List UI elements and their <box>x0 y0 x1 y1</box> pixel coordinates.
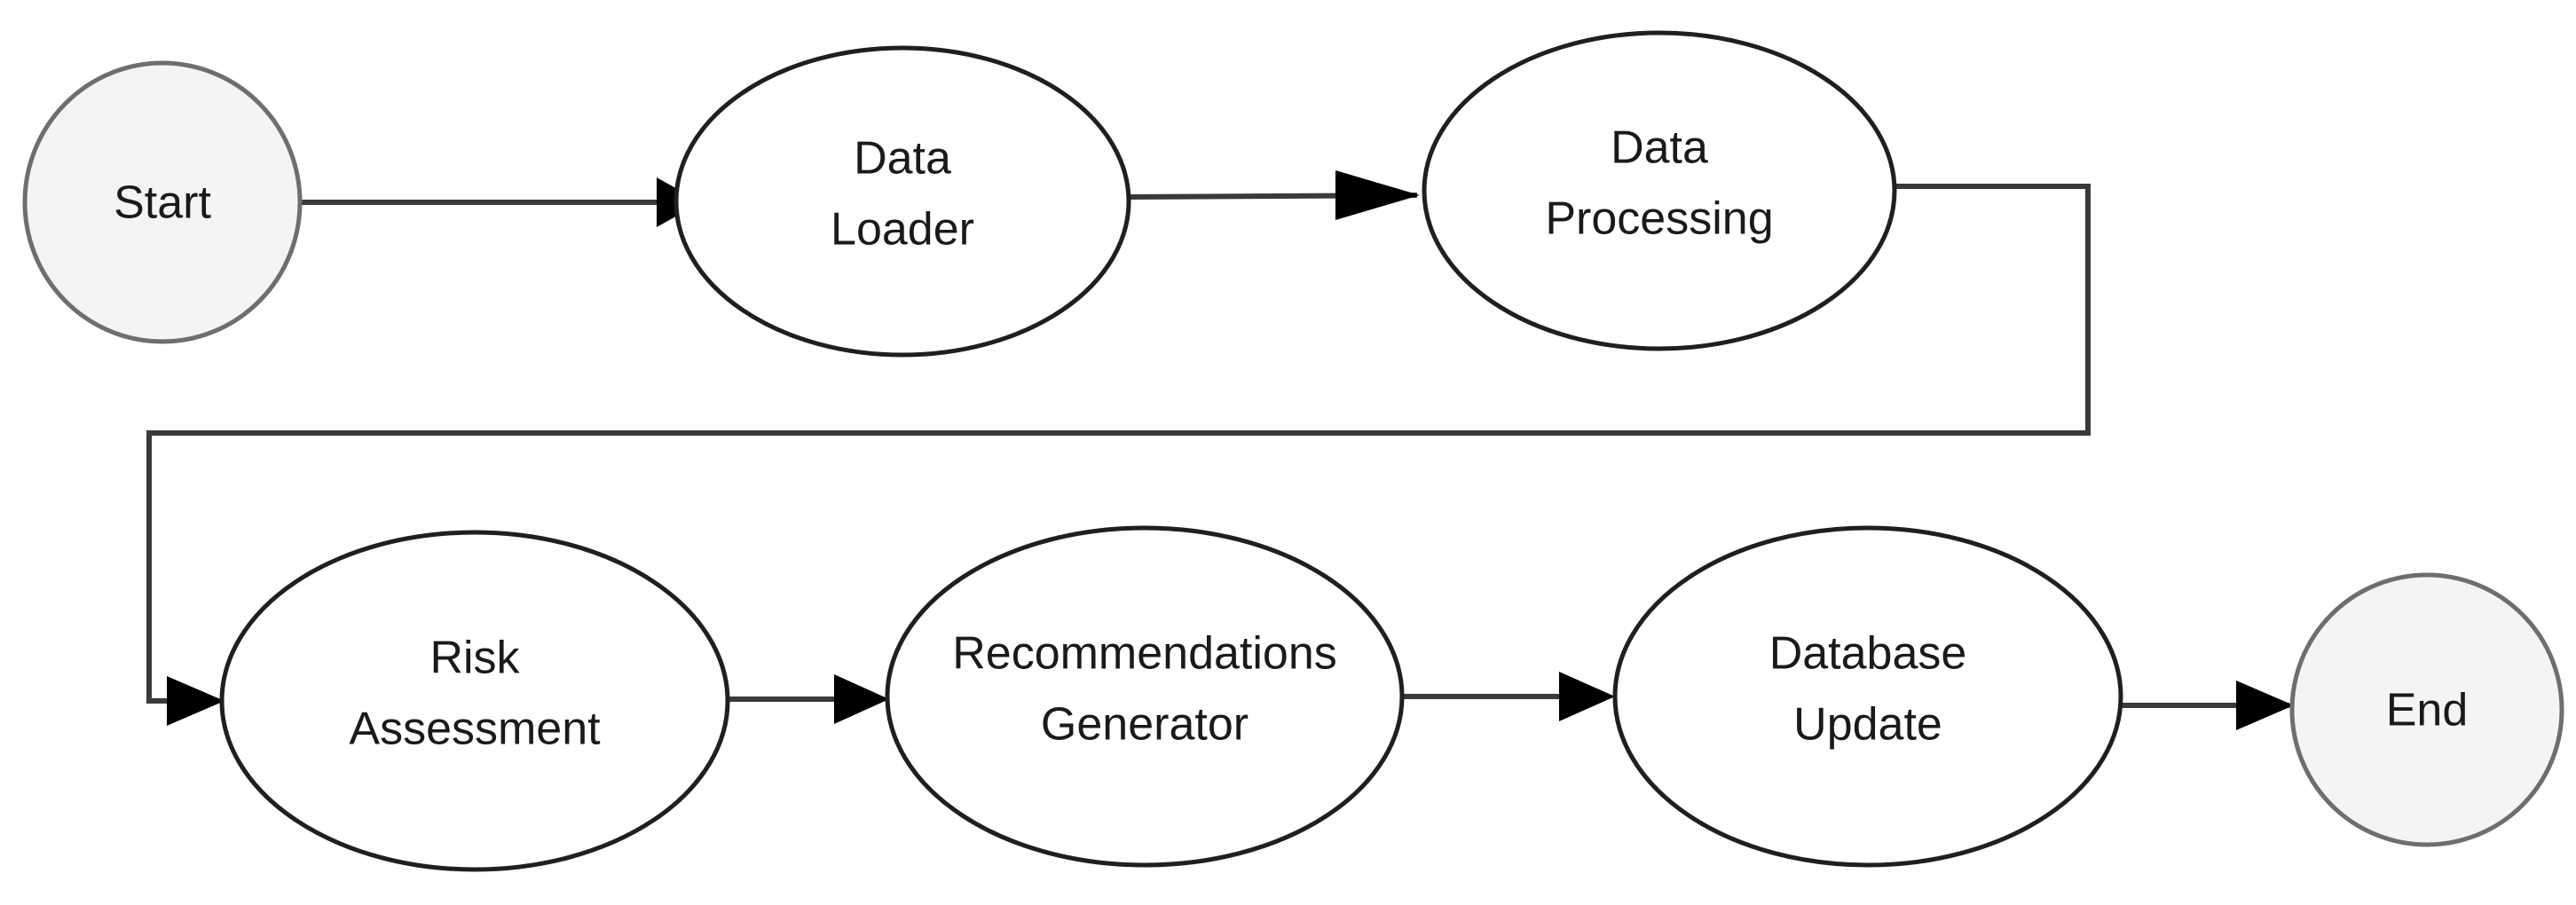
edge-recommendations-to-database-update[interactable] <box>1402 672 1615 721</box>
node-data-processing-label-line2: Processing <box>1545 193 1773 245</box>
node-database-update[interactable]: Database Update <box>1612 525 2123 868</box>
arrowhead-icon <box>167 676 225 726</box>
edge-database-update-to-end[interactable] <box>2121 681 2294 730</box>
edge-data-processing-to-risk-assessment[interactable] <box>146 184 2091 726</box>
node-data-processing-shape <box>1422 30 1897 351</box>
edge-start-to-data-loader[interactable] <box>302 177 701 227</box>
node-risk-assessment[interactable]: Risk Assessment <box>219 530 730 872</box>
edge-line <box>146 184 2091 704</box>
node-risk-assessment-label-line2: Assessment <box>349 704 601 755</box>
node-end-label: End <box>2386 685 2469 736</box>
node-start[interactable]: Start <box>22 60 303 344</box>
node-data-processing-label-line1: Data <box>1611 122 1708 174</box>
edge-risk-assessment-to-recommendations[interactable] <box>728 674 889 724</box>
node-data-loader[interactable]: Data Loader <box>674 45 1131 358</box>
node-recommendations-generator-shape <box>885 525 1405 868</box>
arrowhead-icon <box>1335 170 1420 220</box>
node-risk-assessment-shape <box>219 530 730 872</box>
node-end-shape <box>2289 572 2564 847</box>
node-recommendations-generator[interactable]: Recommendations Generator <box>885 525 1405 868</box>
node-database-update-label-line2: Update <box>1793 699 1942 751</box>
node-recommendations-generator-label-line1: Recommendations <box>952 628 1337 680</box>
node-database-update-shape <box>1612 525 2123 868</box>
node-start-shape <box>22 60 303 344</box>
edge-group <box>146 170 2294 730</box>
node-end[interactable]: End <box>2289 572 2564 847</box>
edge-data-loader-to-data-processing[interactable] <box>1130 170 1420 220</box>
node-recommendations-generator-label-line2: Generator <box>1041 699 1249 751</box>
arrowhead-icon <box>2236 681 2294 730</box>
node-data-loader-label-line1: Data <box>854 133 951 185</box>
node-data-loader-label-line2: Loader <box>831 204 974 256</box>
node-start-label: Start <box>114 177 211 229</box>
node-data-processing[interactable]: Data Processing <box>1422 30 1897 351</box>
arrowhead-icon <box>834 674 889 724</box>
node-group: Start Data Loader Data Processing Risk A… <box>22 30 2564 872</box>
node-data-loader-shape <box>674 45 1131 358</box>
node-risk-assessment-label-line1: Risk <box>429 633 520 684</box>
node-database-update-label-line1: Database <box>1769 628 1967 680</box>
arrowhead-icon <box>1559 672 1615 721</box>
